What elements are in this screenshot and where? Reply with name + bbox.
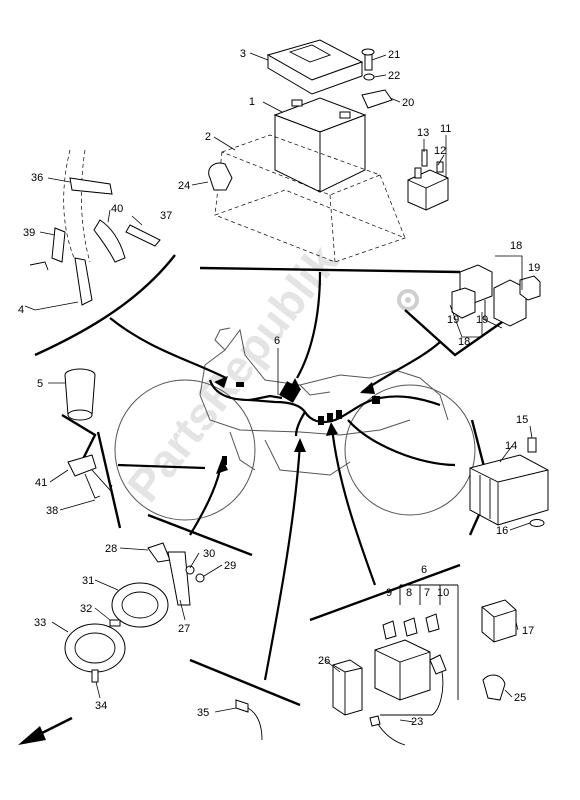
label-41: 41: [35, 477, 47, 489]
leader-lines: [24, 52, 533, 723]
label-18-top: 18: [510, 240, 522, 252]
relay-group-18: [451, 264, 541, 329]
label-20: 20: [402, 97, 414, 109]
battery-cover: [266, 39, 364, 95]
horn-assembly: [64, 542, 205, 683]
switch-5: [64, 368, 96, 421]
battery: [273, 97, 367, 193]
label-22: 22: [388, 70, 400, 82]
label-36: 36: [31, 172, 43, 184]
label-24: 24: [178, 180, 190, 192]
label-37: 37: [160, 210, 172, 222]
watermark: PartsRepublik: [117, 235, 349, 511]
lower-right-group: [332, 584, 517, 746]
label-15: 15: [516, 414, 528, 426]
label-26: 26: [318, 655, 330, 667]
section-brackets: [34, 254, 506, 707]
watermark-text: PartsRepublik: [117, 235, 349, 511]
label-31: 31: [82, 575, 94, 587]
label-16: 16: [496, 525, 508, 537]
label-34: 34: [95, 700, 107, 712]
label-12: 12: [434, 145, 446, 157]
label-18-bottom: 18: [458, 336, 470, 348]
label-4: 4: [18, 304, 24, 316]
label-10: 10: [437, 587, 449, 599]
label-25: 25: [514, 692, 526, 704]
label-19-left: 19: [447, 314, 459, 326]
label-1: 1: [249, 96, 255, 108]
label-7: 7: [424, 587, 430, 599]
watermark-gear-icon: [397, 289, 419, 311]
label-39: 39: [23, 227, 35, 239]
label-5: 5: [37, 378, 43, 390]
label-40: 40: [111, 203, 123, 215]
label-19-right: 19: [528, 262, 540, 274]
label-14: 14: [505, 440, 517, 452]
label-9: 9: [386, 587, 392, 599]
label-23: 23: [411, 716, 423, 728]
label-6-main: 6: [274, 335, 280, 347]
label-29: 29: [224, 560, 236, 572]
label-3: 3: [240, 48, 246, 60]
label-30: 30: [203, 548, 215, 560]
cable-41: [67, 454, 113, 499]
bolt-21: [361, 48, 375, 71]
part-labels: 1 2 3 4 5 6 6 7 8 9 10 11 12 13 14 15 16…: [18, 48, 540, 728]
wire-35: [235, 699, 263, 741]
label-33: 33: [34, 617, 46, 629]
label-27: 27: [178, 623, 190, 635]
front-direction-arrow-icon: [18, 716, 73, 745]
label-19-mid: 19: [476, 314, 488, 326]
clip-24: [208, 162, 233, 191]
label-13: 13: [417, 127, 429, 139]
left-group-top: [29, 149, 161, 306]
washer-22: [363, 73, 375, 81]
label-28: 28: [105, 543, 117, 555]
bracket-20: [361, 89, 393, 109]
label-35: 35: [197, 707, 209, 719]
label-32: 32: [80, 603, 92, 615]
label-11: 11: [440, 123, 451, 135]
starter-relay: [407, 149, 449, 211]
label-2: 2: [205, 131, 211, 143]
motorcycle-outline: [114, 327, 476, 521]
label-17: 17: [522, 625, 534, 637]
regulator-14: [469, 437, 549, 527]
label-21: 21: [388, 49, 400, 61]
label-6-lower: 6: [421, 564, 427, 576]
label-8: 8: [406, 587, 412, 599]
connector-lines: [109, 271, 456, 681]
label-38: 38: [46, 505, 58, 517]
